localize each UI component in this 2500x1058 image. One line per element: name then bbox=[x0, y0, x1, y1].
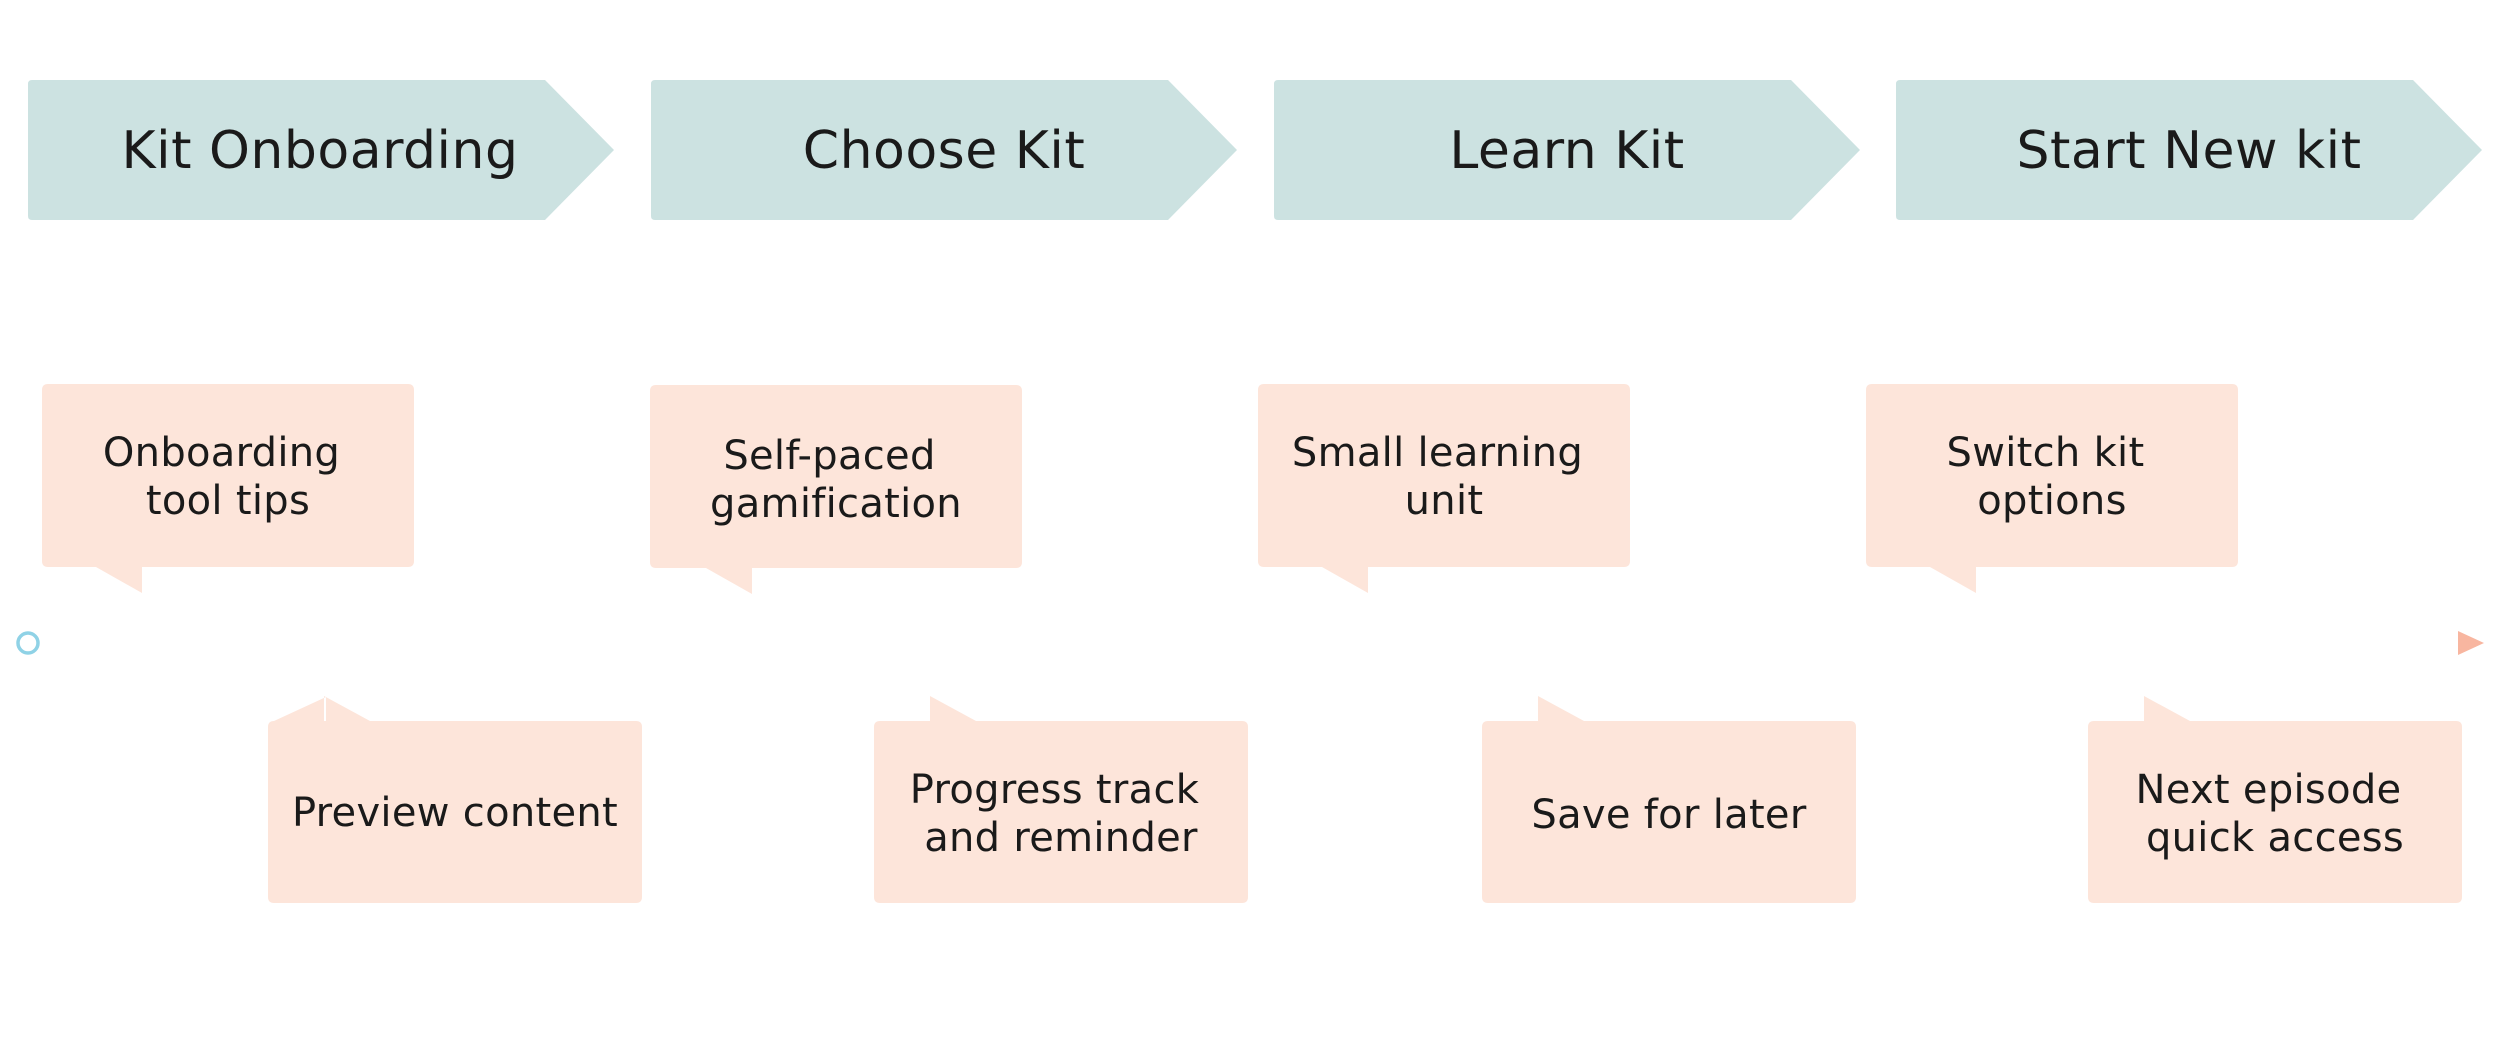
callout-self-paced-gamification: Self-paced gamification bbox=[650, 385, 1022, 594]
callout-progress-track-and-reminder: Progress track and reminder bbox=[874, 696, 1248, 903]
callout-next-episode-quick-access: Next episode quick access bbox=[2088, 696, 2462, 903]
timeline-end-arrow-icon bbox=[2458, 631, 2484, 655]
stage-kit-onboarding: Kit Onboarding bbox=[28, 80, 614, 220]
callout-line: Preview content bbox=[292, 790, 618, 836]
callout-line: Switch kit bbox=[1947, 430, 2145, 476]
callout-bubble bbox=[1482, 696, 1856, 903]
svg-text:Small learning unit: Small learning unit bbox=[1292, 430, 1596, 524]
callout-line: Progress track bbox=[910, 767, 1200, 813]
callout-line: gamification bbox=[710, 481, 962, 527]
stage-label: Kit Onboarding bbox=[122, 121, 519, 181]
callout-line: Save for later bbox=[1531, 792, 1806, 838]
callout-line: tool tips bbox=[146, 478, 310, 524]
callout-line: and reminder bbox=[924, 815, 1198, 861]
callout-bubble bbox=[874, 696, 1248, 903]
top-callouts: Onboarding tool tips Self-paced gamifica… bbox=[42, 384, 2238, 594]
svg-text:Progress track and rem: Progress track and reminder bbox=[910, 767, 1212, 861]
svg-text:Next episode quick acc: Next episode quick access bbox=[2136, 767, 2415, 861]
stage-row: Kit Onboarding Choose Kit Learn Kit Star… bbox=[28, 80, 2482, 220]
stage-chevron bbox=[28, 80, 614, 220]
callout-switch-kit-options: Switch kit options bbox=[1866, 384, 2238, 593]
callout-small-learning-unit: Small learning unit bbox=[1258, 384, 1630, 593]
svg-text:Save for later: Save for later bbox=[1531, 792, 1806, 838]
timeline bbox=[16, 631, 2484, 655]
callout-bubble bbox=[1866, 384, 2238, 593]
stage-chevron bbox=[1274, 80, 1860, 220]
bottom-callouts: Preview content Progress track and remin… bbox=[268, 696, 2462, 903]
callout-line: Onboarding bbox=[103, 430, 340, 476]
callout-bubble bbox=[2088, 696, 2462, 903]
stage-start-new-kit: Start New kit bbox=[1896, 80, 2482, 220]
callout-line: options bbox=[1977, 478, 2126, 524]
stage-chevron bbox=[1896, 80, 2482, 220]
timeline-start-circle bbox=[16, 631, 40, 655]
callout-preview-content: Preview content bbox=[268, 696, 642, 903]
svg-text:Preview content: Preview content bbox=[292, 790, 618, 836]
svg-text:Switch kit options: Switch kit options bbox=[1947, 430, 2158, 524]
callout-save-for-later: Save for later bbox=[1482, 696, 1856, 903]
stage-choose-kit: Choose Kit bbox=[651, 80, 1237, 220]
stage-label: Learn Kit bbox=[1449, 121, 1684, 181]
callout-line: Self-paced bbox=[723, 433, 935, 479]
svg-text:Self-paced gamificatio: Self-paced gamification bbox=[710, 433, 962, 527]
callout-bubble bbox=[650, 385, 1022, 594]
callout-line: Next episode bbox=[2136, 767, 2402, 813]
stage-learn-kit: Learn Kit bbox=[1274, 80, 1860, 220]
callout-line: quick access bbox=[2146, 815, 2404, 861]
callout-bubble bbox=[268, 696, 642, 903]
svg-text:Onboarding tool tips: Onboarding tool tips bbox=[103, 430, 353, 524]
callout-onboarding-tool-tips: Onboarding tool tips bbox=[42, 384, 414, 593]
callout-line: unit bbox=[1405, 478, 1484, 524]
callout-bubble bbox=[1258, 384, 1630, 593]
stage-label: Choose Kit bbox=[803, 121, 1085, 181]
callout-line: Small learning bbox=[1292, 430, 1583, 476]
callout-bubble bbox=[42, 384, 414, 593]
stage-chevron bbox=[651, 80, 1237, 220]
stage-label: Start New kit bbox=[2017, 121, 2362, 181]
